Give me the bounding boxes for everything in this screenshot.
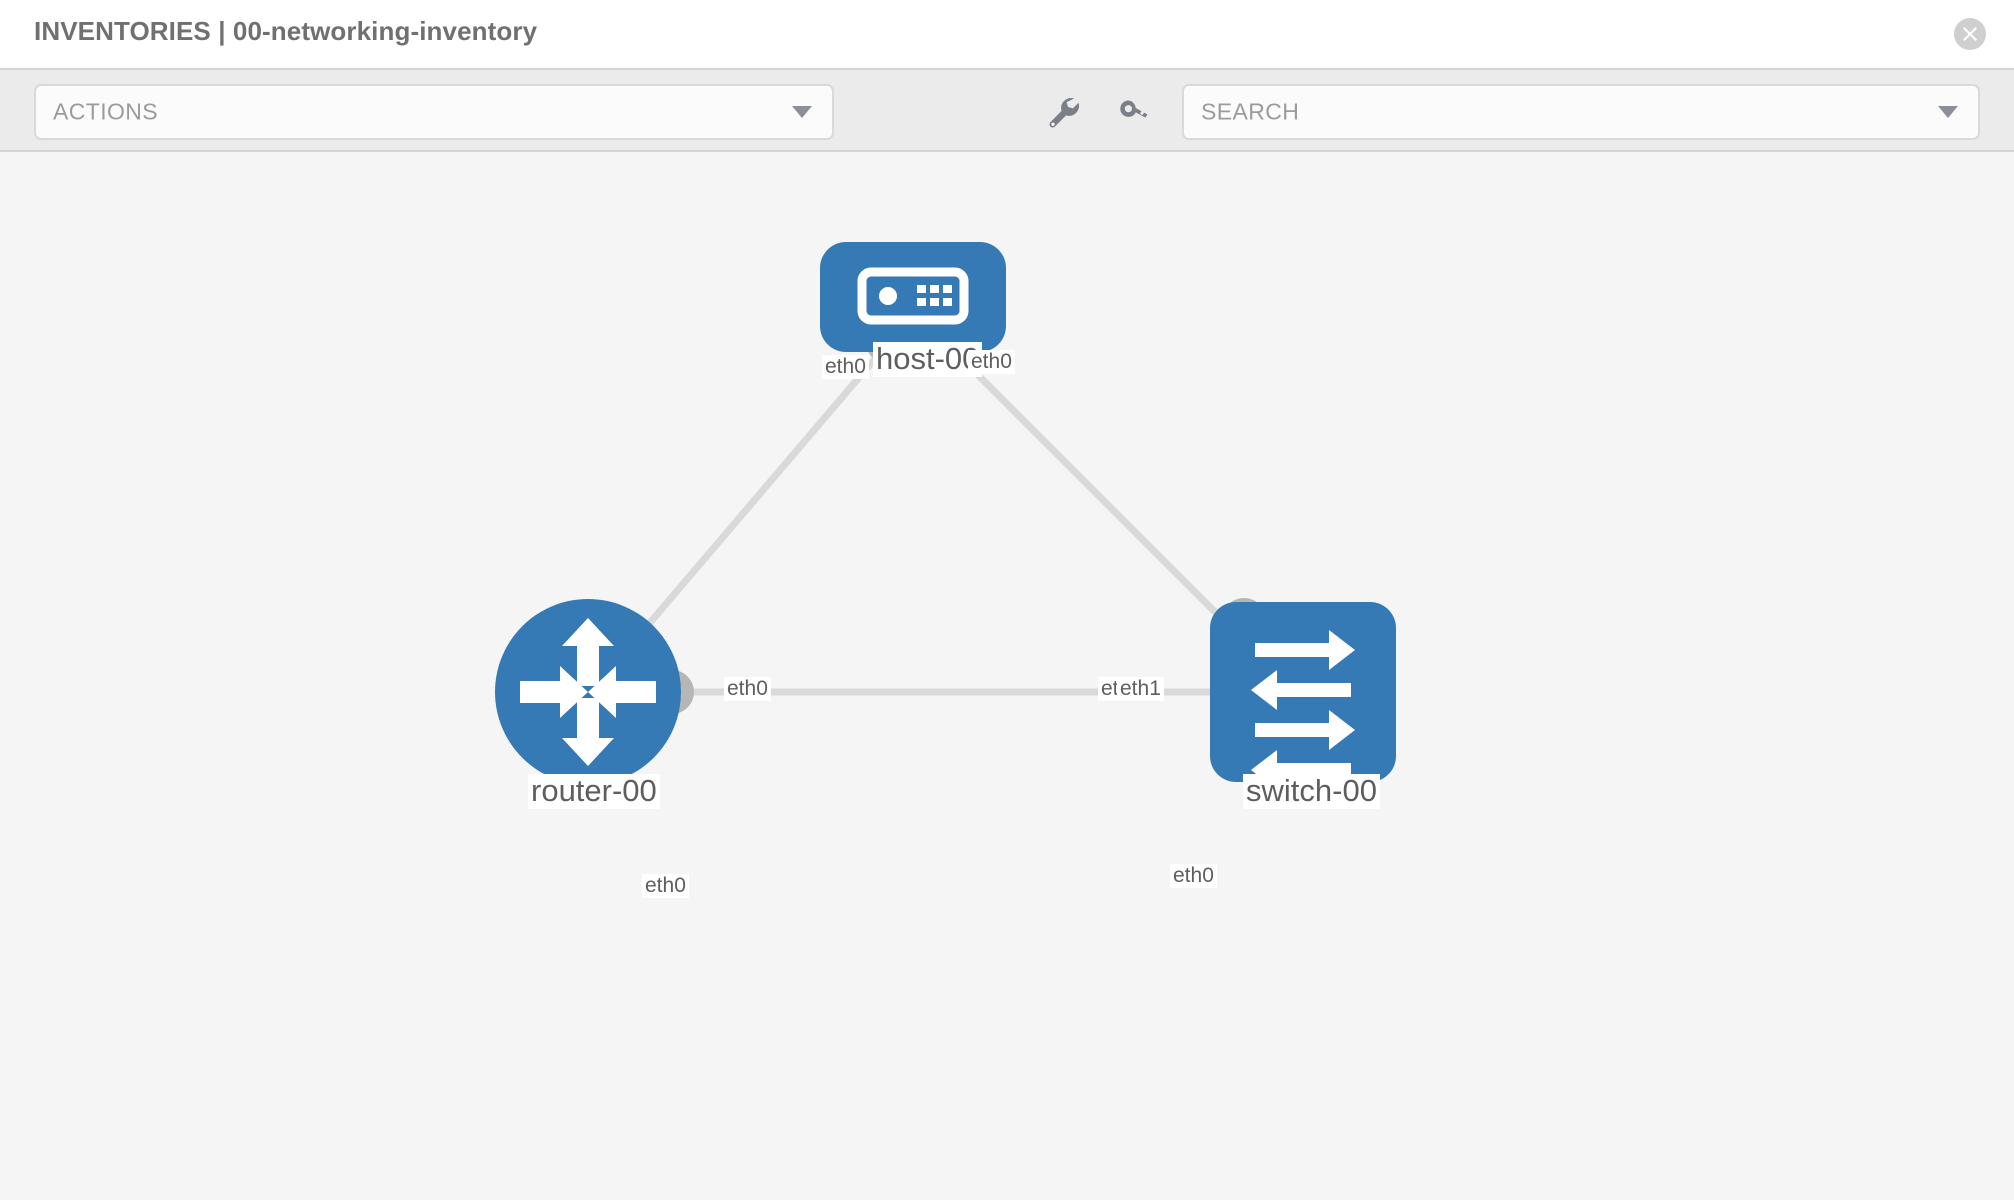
node-label-router-00: router-00 <box>528 774 660 809</box>
wrench-icon[interactable] <box>1043 92 1085 134</box>
node-host-00 <box>820 242 1006 352</box>
iface-label-host-left: eth0 <box>822 355 869 380</box>
node-label-host-00: host-00 <box>873 342 983 377</box>
iface-label-host-right: eth0 <box>968 350 1015 375</box>
node-switch-00 <box>1210 602 1396 790</box>
page-header: INVENTORIES | 00-networking-inventory <box>0 0 2014 68</box>
actions-dropdown-label: ACTIONS <box>53 98 159 125</box>
toolbar: ACTIONS SEARCH <box>0 68 2014 152</box>
chevron-down-icon <box>1938 106 1958 118</box>
node-router-00 <box>495 599 681 785</box>
topology-links <box>622 344 1258 696</box>
iface-label-switch-west-b: eth1 <box>1117 677 1164 702</box>
topology-canvas[interactable]: host-00 router-00 switch-00 eth0 eth0 et… <box>0 152 2014 1200</box>
link-host-router <box>622 344 888 655</box>
iface-label-router-uplink: eth0 <box>642 874 689 899</box>
iface-label-router-east: eth0 <box>724 677 771 702</box>
search-placeholder: SEARCH <box>1201 98 1300 125</box>
node-label-switch-00: switch-00 <box>1243 774 1380 809</box>
actions-dropdown[interactable]: ACTIONS <box>34 84 834 140</box>
page-title: INVENTORIES | 00-networking-inventory <box>34 16 538 46</box>
search-input[interactable]: SEARCH <box>1182 84 1980 140</box>
iface-label-switch-uplink: eth0 <box>1170 864 1217 889</box>
chevron-down-icon <box>792 106 812 118</box>
key-icon[interactable] <box>1112 92 1154 134</box>
close-icon[interactable] <box>1954 18 1986 50</box>
link-host-switch <box>947 344 1258 655</box>
